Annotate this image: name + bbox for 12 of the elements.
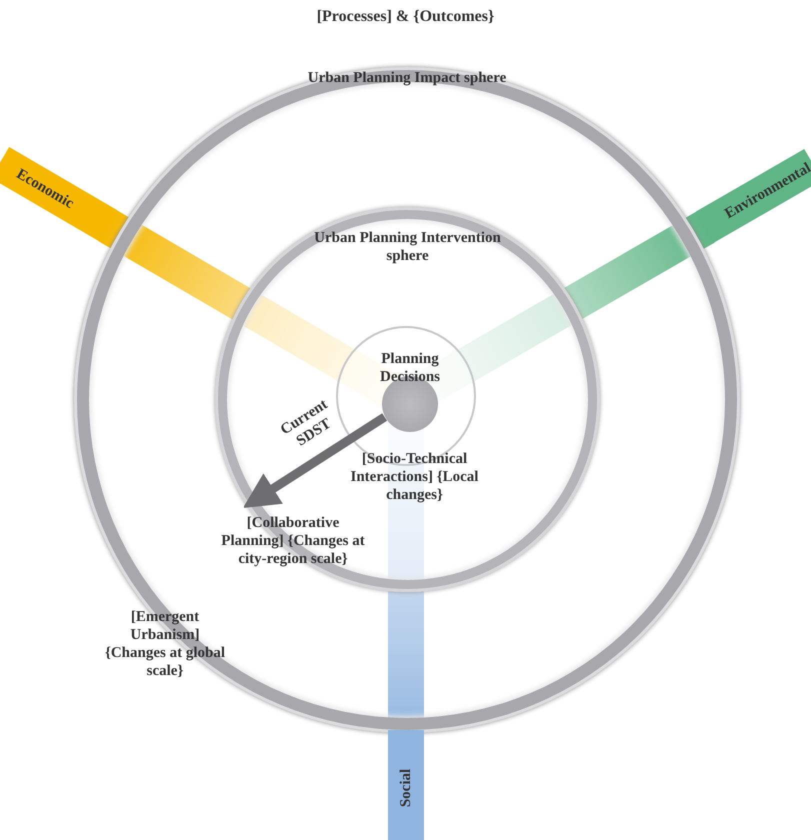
band-label: Social bbox=[397, 768, 415, 808]
node-label: Planning Decisions bbox=[379, 350, 441, 386]
sphere-title: Urban Planning Impact sphere bbox=[307, 69, 507, 87]
sphere-title: Urban Planning Intervention sphere bbox=[313, 229, 502, 265]
environmental-band bbox=[696, 149, 811, 244]
diagram-title: [Processes] & {Outcomes} bbox=[316, 8, 496, 26]
outcome-text: [Emergent Urbanism] {Changes at global scale} bbox=[104, 608, 226, 680]
arrow bbox=[244, 413, 387, 508]
outcome-text: [Socio-Technical Interactions] {Local changes} bbox=[350, 450, 480, 504]
outcome-text: [Collaborative Planning] {Changes at city-region scale} bbox=[218, 514, 368, 568]
economic-band bbox=[0, 147, 118, 242]
social-band bbox=[388, 730, 424, 840]
